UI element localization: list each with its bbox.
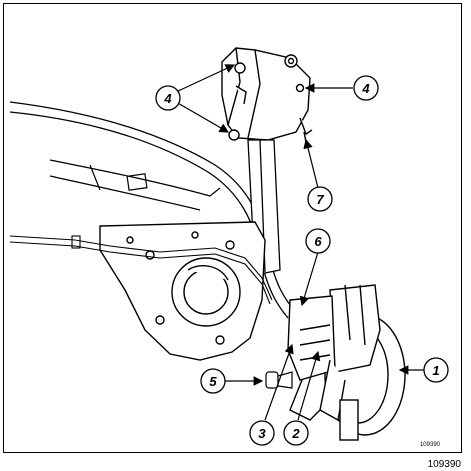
callout-1: 1 bbox=[423, 357, 449, 383]
callout-3: 3 bbox=[249, 420, 275, 446]
figure-reference-inner: 109390 bbox=[420, 442, 441, 448]
callout-5: 5 bbox=[200, 368, 226, 394]
svg-text:4: 4 bbox=[163, 91, 172, 106]
upper-bracket bbox=[221, 47, 313, 143]
svg-text:6: 6 bbox=[314, 234, 322, 249]
leader-lines bbox=[175, 64, 424, 421]
svg-text:3: 3 bbox=[258, 426, 266, 441]
svg-text:1: 1 bbox=[432, 363, 439, 378]
callout-6: 6 bbox=[305, 228, 331, 254]
svg-text:2: 2 bbox=[291, 426, 300, 441]
svg-text:4: 4 bbox=[361, 81, 370, 96]
brake-pipe bbox=[9, 235, 273, 305]
callout-2: 2 bbox=[283, 420, 309, 446]
brake-caliper-disc bbox=[287, 284, 406, 441]
callout-4b: 4 bbox=[353, 75, 379, 101]
body-panel bbox=[49, 159, 221, 211]
plug-part bbox=[265, 371, 293, 389]
callout-7: 7 bbox=[307, 186, 333, 212]
trailing-arm bbox=[99, 221, 266, 361]
svg-text:5: 5 bbox=[209, 374, 217, 389]
brake-cable bbox=[9, 101, 297, 319]
callout-4a: 4 bbox=[155, 85, 181, 111]
figure-reference-outer: 109390 bbox=[427, 459, 461, 470]
svg-text:7: 7 bbox=[316, 192, 324, 207]
